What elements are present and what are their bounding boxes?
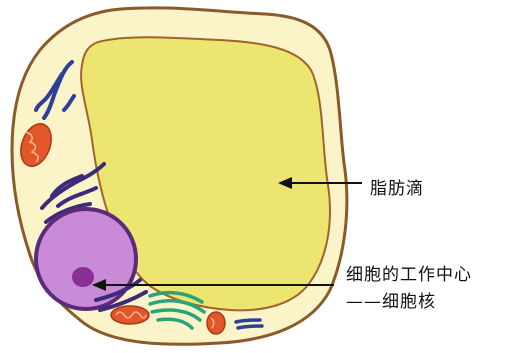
fat-droplet-label: 脂肪滴 xyxy=(370,174,424,199)
nucleolus xyxy=(72,267,94,287)
nucleus xyxy=(36,209,136,309)
mitochondrion-small xyxy=(207,312,225,334)
nucleus-label-line2: ——细胞核 xyxy=(346,287,436,312)
nucleus-label-line1: 细胞的工作中心 xyxy=(346,260,472,285)
mitochondrion-lower xyxy=(111,306,149,324)
